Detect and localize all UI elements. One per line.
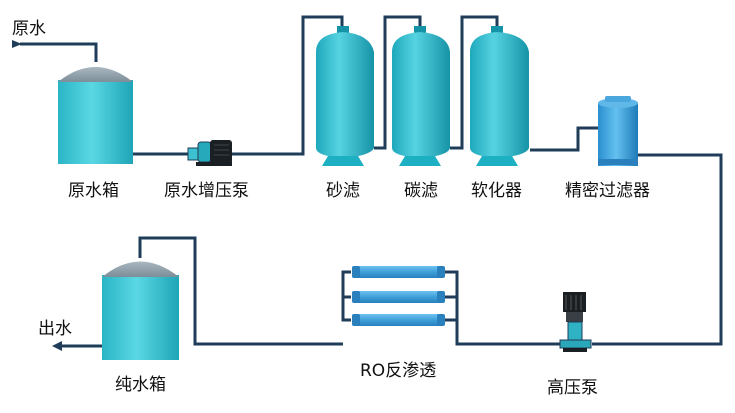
pipe-ro-to-pure xyxy=(138,236,343,346)
label-raw-water-in: 原水 xyxy=(12,19,46,39)
pipe-sand-to-carbon xyxy=(374,15,422,150)
precision-filter-vessel xyxy=(598,96,638,166)
label-sand-filter: 砂滤 xyxy=(326,181,360,201)
softener-vessel xyxy=(470,26,529,166)
raw-water-arrow-icon xyxy=(12,40,22,48)
label-precision-filter: 精密过滤器 xyxy=(565,181,650,201)
sand-filter-vessel xyxy=(316,26,374,166)
label-high-pressure-pump: 高压泵 xyxy=(547,378,598,398)
pipe-softener-to-precision xyxy=(530,126,600,152)
label-carbon-filter: 碳滤 xyxy=(404,181,438,201)
raw-water-booster-pump xyxy=(187,140,232,166)
water-out-arrow-icon xyxy=(52,341,62,351)
ro-membrane-bottom xyxy=(352,314,445,326)
pipe-hpp-to-ro xyxy=(455,297,560,346)
label-water-out: 出水 xyxy=(38,319,72,339)
pipe-precision-to-hpp xyxy=(592,153,723,346)
pure-water-tank xyxy=(102,261,179,360)
carbon-filter-vessel xyxy=(392,26,450,166)
raw-water-tank xyxy=(58,67,133,164)
pipe-raw-inlet xyxy=(20,42,98,62)
ro-membrane-middle xyxy=(352,291,445,303)
label-ro-membrane: RO反渗透 xyxy=(360,361,436,381)
pipe-network xyxy=(20,15,723,346)
high-pressure-pump xyxy=(559,292,592,352)
label-raw-water-tank: 原水箱 xyxy=(68,181,119,201)
flow-arrows xyxy=(12,40,102,351)
pipe-booster-to-sand xyxy=(230,15,344,156)
label-pure-water-tank: 纯水箱 xyxy=(115,375,166,395)
label-raw-water-booster-pump: 原水增压泵 xyxy=(164,181,249,201)
pipe-ro-manifold-right xyxy=(445,270,459,322)
label-softener: 软化器 xyxy=(471,181,522,201)
ro-membrane-array xyxy=(352,266,445,326)
pipe-ro-manifold-left xyxy=(341,270,351,322)
ro-membrane-top xyxy=(352,266,445,278)
pipe-carbon-to-softener xyxy=(450,15,499,150)
